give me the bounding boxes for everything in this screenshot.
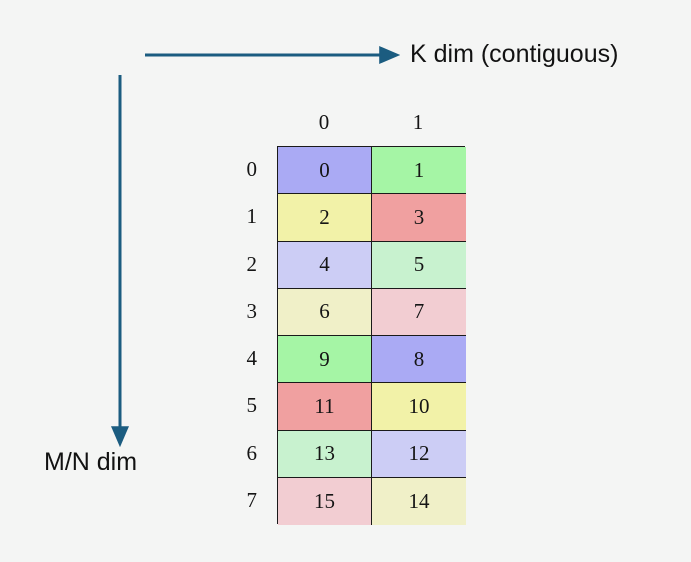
matrix-cell: 15 — [278, 477, 372, 525]
row-header-4: 4 — [246, 346, 258, 371]
k-dim-arrow — [145, 46, 401, 64]
matrix-cell: 14 — [372, 477, 466, 525]
matrix-cell: 10 — [372, 383, 466, 431]
matrix-cell: 7 — [372, 288, 466, 336]
column-header-0: 0 — [318, 110, 330, 134]
matrix-cell: 4 — [278, 241, 372, 289]
matrix-cell: 1 — [372, 147, 466, 195]
matrix-cell: 9 — [278, 336, 372, 384]
row-header-6: 6 — [246, 440, 258, 465]
row-header-7: 7 — [246, 487, 258, 512]
matrix-cell: 8 — [372, 336, 466, 384]
matrix-cell: 13 — [278, 430, 372, 478]
mn-dim-axis-label: M/N dim — [44, 448, 138, 476]
row-header-0: 0 — [246, 157, 258, 182]
column-header-1: 1 — [412, 110, 424, 134]
matrix-cell: 0 — [278, 147, 372, 195]
row-header-3: 3 — [246, 298, 258, 323]
row-header-5: 5 — [246, 393, 258, 418]
matrix-cell: 6 — [278, 288, 372, 336]
matrix-cell: 5 — [372, 241, 466, 289]
matrix-cell: 2 — [278, 194, 372, 242]
row-header-1: 1 — [246, 204, 258, 229]
matrix-cell: 12 — [372, 430, 466, 478]
k-dim-axis-label: K dim (contiguous) — [410, 40, 619, 68]
matrix-cell: 11 — [278, 383, 372, 431]
row-header-2: 2 — [246, 251, 258, 276]
matrix-cell: 3 — [372, 194, 466, 242]
mn-dim-arrow — [111, 75, 129, 448]
